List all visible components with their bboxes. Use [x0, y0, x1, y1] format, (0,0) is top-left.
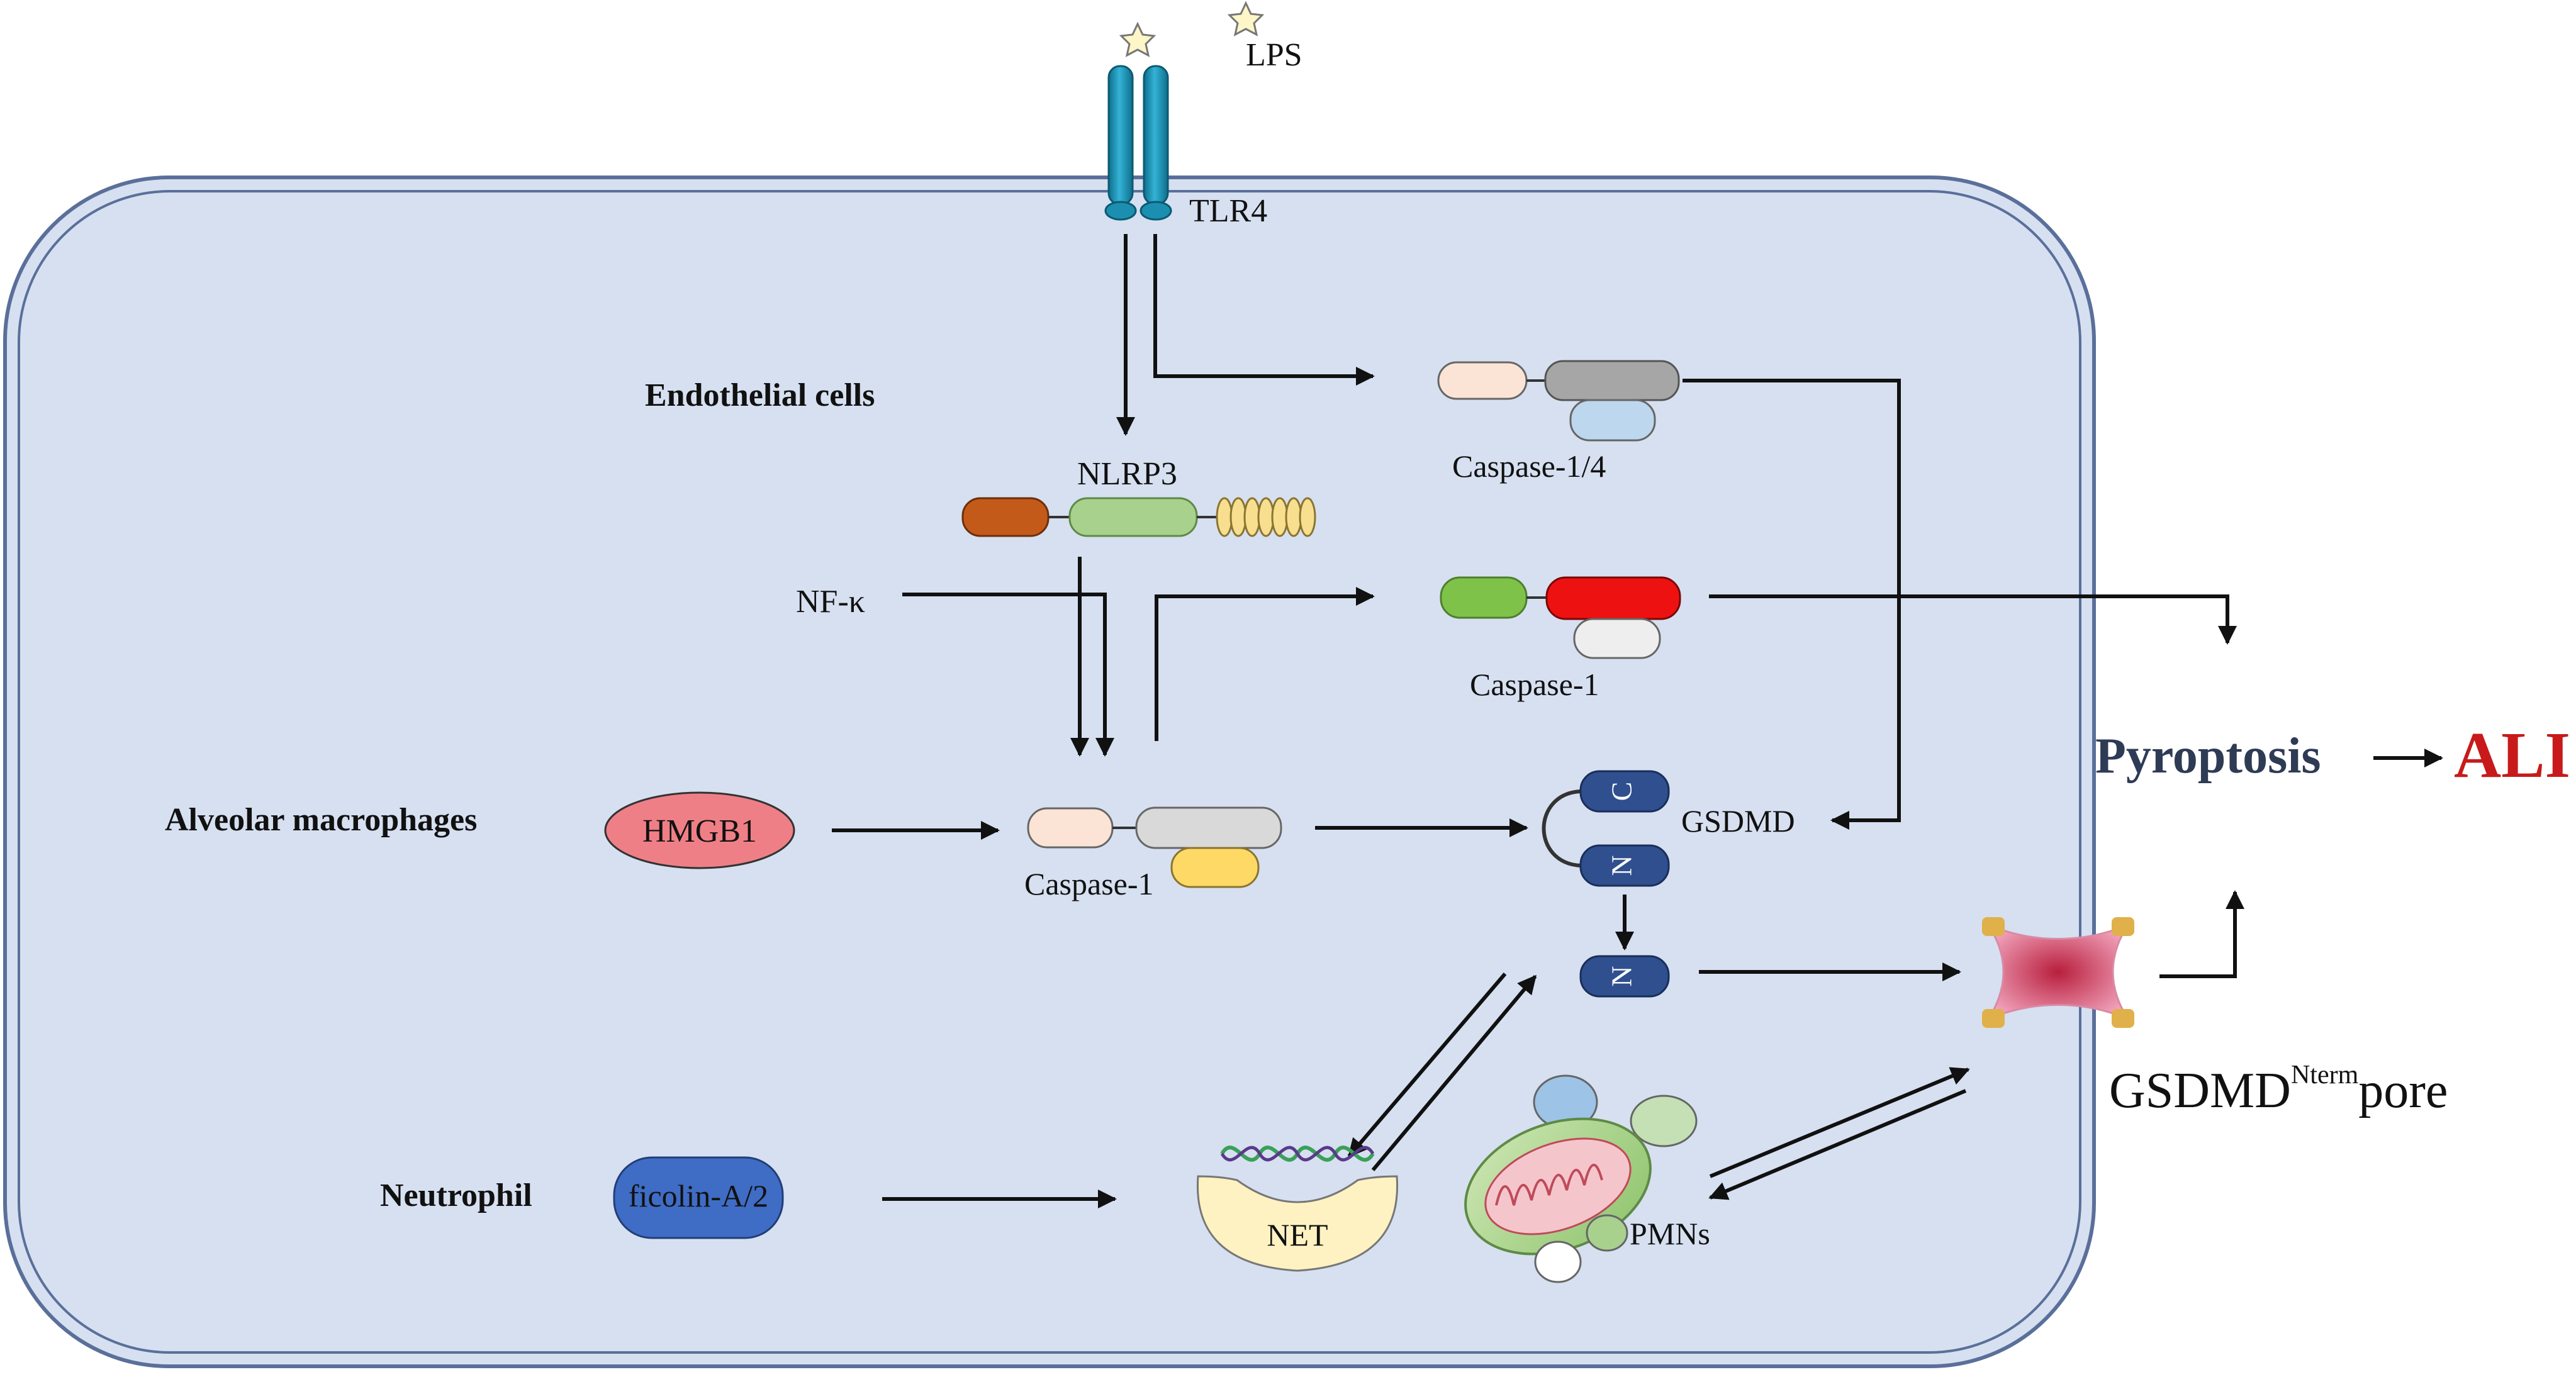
lps-star-icon — [1119, 21, 1156, 57]
arrow-pore-to-pmn — [1708, 1089, 1967, 1200]
tlr4-receptor-icon — [1104, 65, 1172, 221]
arrow-gsdmd-n-to-net — [1347, 973, 1507, 1158]
gsdmd-n-terminal-label: N — [1606, 966, 1638, 986]
arrow-pore-to-pyroptosis — [2159, 890, 2244, 978]
nf-kappa-label: NF-κ — [796, 584, 865, 620]
net-dna-icon — [1220, 1146, 1375, 1162]
alveolar-macrophages-label: Alveolar macrophages — [165, 802, 477, 838]
pmns-label: PMNs — [1630, 1216, 1710, 1251]
caspase-1-4-complex — [1437, 360, 1680, 442]
ali-label: ALI — [2454, 719, 2570, 791]
pore-label-main: GSDMD — [2109, 1063, 2291, 1118]
ficolin-node — [613, 1156, 784, 1239]
nlrp3-complex — [961, 497, 1316, 537]
lrr-repeats-icon — [1216, 497, 1316, 537]
hmgb1-node — [604, 791, 795, 869]
pyroptosis-label: Pyroptosis — [2095, 728, 2321, 784]
arrow-nfk-to-caspase1 — [902, 593, 1114, 757]
arrow-net-to-gsdmd-n — [1371, 974, 1537, 1171]
arrow-caspase1-to-pyroptosis — [1709, 594, 2237, 645]
neutrophil-label: Neutrophil — [380, 1178, 532, 1213]
gsdmd-n-terminal-icon — [1579, 955, 1670, 998]
arrow-caspase14-to-gsdmd — [1683, 379, 1901, 830]
gsdmd-nterm-pore-label: GSDMDNtermpore — [2109, 1061, 2448, 1118]
arrow-tlr4-to-caspase14 — [1153, 234, 1375, 386]
gsdmd-n-domain-label: N — [1606, 855, 1638, 876]
gsdmd-full-icon — [1542, 770, 1670, 887]
tlr4-label: TLR4 — [1189, 193, 1267, 229]
caspase-1-4-label: Caspase-1/4 — [1452, 449, 1606, 484]
endothelial-cells-label: Endothelial cells — [645, 377, 875, 413]
arrow-pmn-to-pore — [1709, 1067, 1970, 1178]
gsdmd-c-domain-label: C — [1606, 782, 1638, 801]
pore-label-superscript: Nterm — [2291, 1061, 2359, 1090]
caspase-1-active-complex — [1440, 576, 1681, 659]
net-label: NET — [1267, 1217, 1328, 1252]
caspase-1-lower-label: Caspase-1 — [1024, 866, 1154, 901]
hmgb1-label: HMGB1 — [642, 813, 757, 849]
ficolin-label: ficolin-A/2 — [629, 1178, 768, 1213]
net-neutrophil-icon — [1196, 1175, 1399, 1272]
cell-membrane — [3, 176, 2096, 1368]
pore-label-end: pore — [2358, 1063, 2448, 1118]
pmn-cluster-icon — [1464, 1074, 1698, 1283]
arrow-to-active-caspase1 — [1155, 587, 1375, 741]
lps-star-icon — [1227, 1, 1265, 36]
lps-label: LPS — [1246, 37, 1302, 73]
nlrp3-label: NLRP3 — [1077, 456, 1177, 492]
gsdmd-pore-icon — [1982, 917, 2134, 1028]
caspase-1-lower-complex — [1027, 806, 1282, 888]
gsdmd-label: GSDMD — [1681, 803, 1795, 839]
caspase-1-upper-label: Caspase-1 — [1470, 667, 1599, 702]
